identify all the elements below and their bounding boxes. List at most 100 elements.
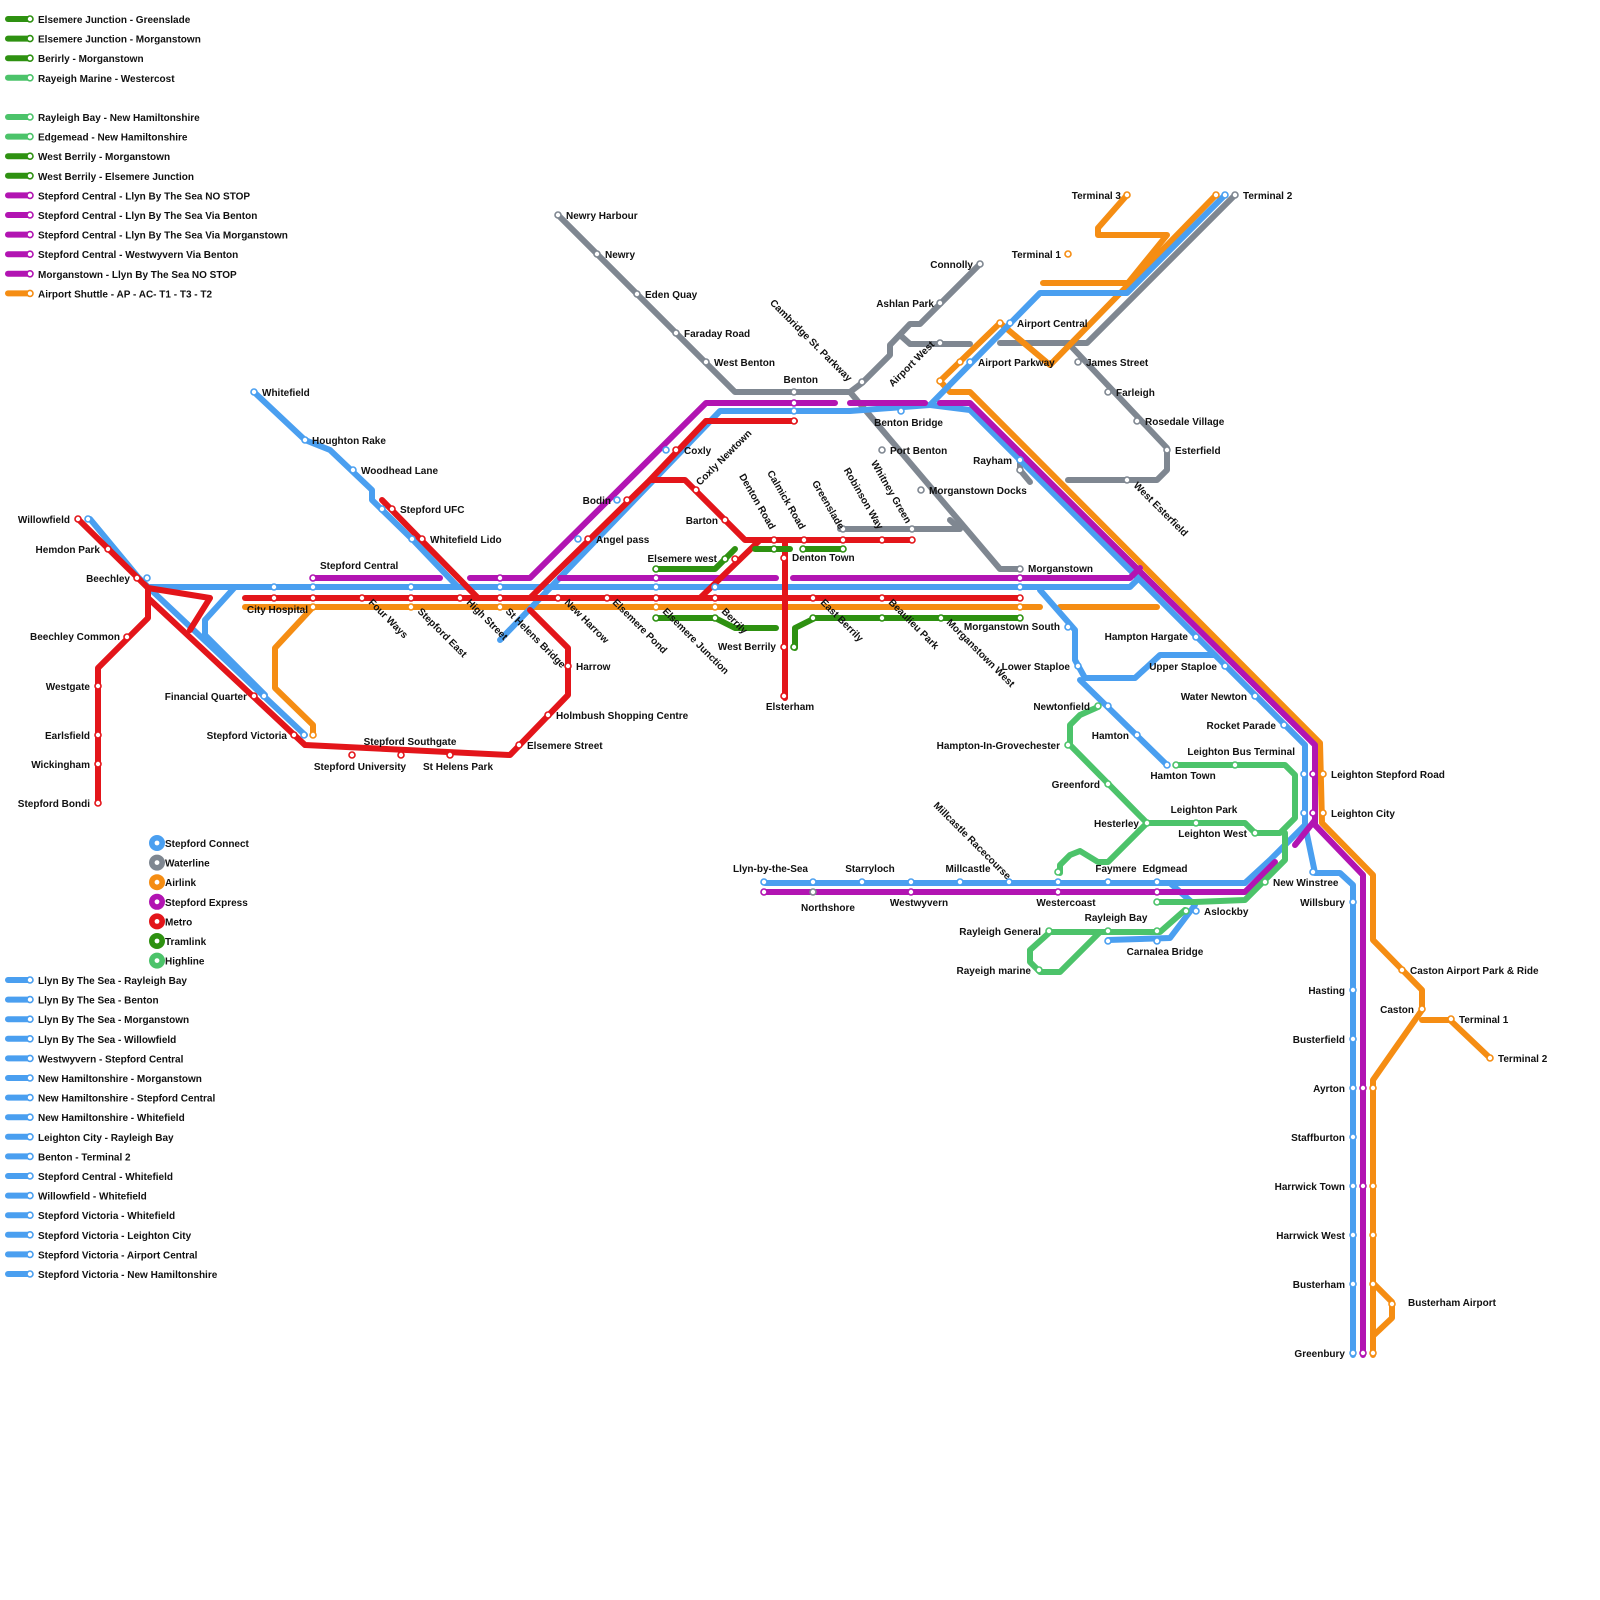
station-label[interactable]: Hampton Hargate bbox=[1105, 632, 1189, 643]
station-label[interactable]: Hamton bbox=[1092, 731, 1129, 742]
station-marker[interactable] bbox=[251, 693, 257, 699]
station-marker[interactable] bbox=[653, 584, 659, 590]
station-marker[interactable] bbox=[1154, 928, 1160, 934]
station-marker[interactable] bbox=[271, 584, 277, 590]
station-label[interactable]: Greenslade bbox=[809, 479, 846, 532]
station-marker[interactable] bbox=[545, 712, 551, 718]
station-label[interactable]: Harrwick West bbox=[1276, 1231, 1345, 1242]
station-marker[interactable] bbox=[722, 517, 728, 523]
station-label[interactable]: Airport Central bbox=[1017, 319, 1088, 330]
station-label[interactable]: Faymere bbox=[1095, 864, 1137, 875]
station-label[interactable]: Stepford Bondi bbox=[18, 799, 90, 810]
station-label[interactable]: Newry bbox=[605, 250, 635, 261]
station-label[interactable]: Port Benton bbox=[890, 446, 947, 457]
station-marker[interactable] bbox=[1399, 967, 1405, 973]
station-marker[interactable] bbox=[95, 683, 101, 689]
station-label[interactable]: Stepford Southgate bbox=[364, 737, 457, 748]
station-marker[interactable] bbox=[624, 497, 630, 503]
station-marker[interactable] bbox=[1350, 987, 1356, 993]
station-label[interactable]: Caston bbox=[1380, 1005, 1414, 1016]
station-label[interactable]: Stepford University bbox=[314, 762, 407, 773]
station-marker[interactable] bbox=[1370, 1232, 1376, 1238]
station-label[interactable]: Whitefield bbox=[262, 388, 310, 399]
station-label[interactable]: St Helens Park bbox=[423, 762, 493, 773]
station-marker[interactable] bbox=[1017, 457, 1023, 463]
station-marker[interactable] bbox=[898, 408, 904, 414]
station-label[interactable]: Stepford Victoria bbox=[207, 731, 288, 742]
station-label[interactable]: Coxly bbox=[684, 446, 712, 457]
station-label[interactable]: West Esterfield bbox=[1131, 480, 1190, 539]
station-label[interactable]: Llyn-by-the-Sea bbox=[733, 864, 808, 875]
station-marker[interactable] bbox=[1193, 908, 1199, 914]
station-label[interactable]: Morganstown South bbox=[964, 622, 1060, 633]
station-marker[interactable] bbox=[918, 487, 924, 493]
station-label[interactable]: Airport Parkway bbox=[978, 358, 1055, 369]
station-label[interactable]: Holmbush Shopping Centre bbox=[556, 711, 689, 722]
station-marker[interactable] bbox=[359, 595, 365, 601]
station-marker[interactable] bbox=[1360, 1350, 1366, 1356]
station-marker[interactable] bbox=[1213, 192, 1219, 198]
station-marker[interactable] bbox=[879, 615, 885, 621]
station-marker[interactable] bbox=[781, 644, 787, 650]
station-marker[interactable] bbox=[1105, 389, 1111, 395]
station-marker[interactable] bbox=[497, 604, 503, 610]
station-marker[interactable] bbox=[653, 604, 659, 610]
station-label[interactable]: Upper Staploe bbox=[1149, 662, 1217, 673]
station-label[interactable]: Angel pass bbox=[596, 535, 650, 546]
station-label[interactable]: Leighton West bbox=[1178, 829, 1247, 840]
station-marker[interactable] bbox=[349, 752, 355, 758]
station-marker[interactable] bbox=[75, 516, 81, 522]
station-marker[interactable] bbox=[1017, 604, 1023, 610]
station-label[interactable]: Hamton Town bbox=[1150, 771, 1215, 782]
station-marker[interactable] bbox=[575, 536, 581, 542]
station-marker[interactable] bbox=[1350, 899, 1356, 905]
station-marker[interactable] bbox=[937, 300, 943, 306]
station-marker[interactable] bbox=[1164, 762, 1170, 768]
station-marker[interactable] bbox=[653, 615, 659, 621]
station-marker[interactable] bbox=[1281, 722, 1287, 728]
station-marker[interactable] bbox=[585, 536, 591, 542]
station-marker[interactable] bbox=[957, 879, 963, 885]
station-marker[interactable] bbox=[261, 693, 267, 699]
station-marker[interactable] bbox=[95, 800, 101, 806]
station-marker[interactable] bbox=[1350, 1183, 1356, 1189]
station-marker[interactable] bbox=[516, 742, 522, 748]
station-marker[interactable] bbox=[1232, 762, 1238, 768]
station-label[interactable]: Woodhead Lane bbox=[361, 466, 438, 477]
station-marker[interactable] bbox=[810, 889, 816, 895]
station-marker[interactable] bbox=[594, 251, 600, 257]
station-marker[interactable] bbox=[791, 644, 797, 650]
station-label[interactable]: Benton Bridge bbox=[874, 418, 943, 429]
station-marker[interactable] bbox=[1350, 1232, 1356, 1238]
station-label[interactable]: Elsterham bbox=[766, 702, 814, 713]
station-marker[interactable] bbox=[1017, 575, 1023, 581]
station-marker[interactable] bbox=[634, 291, 640, 297]
station-label[interactable]: Leighton Stepford Road bbox=[1331, 770, 1445, 781]
station-marker[interactable] bbox=[673, 330, 679, 336]
station-marker[interactable] bbox=[1105, 928, 1111, 934]
station-marker[interactable] bbox=[1154, 879, 1160, 885]
station-label[interactable]: Elsemere west bbox=[648, 554, 718, 565]
station-marker[interactable] bbox=[419, 536, 425, 542]
station-label[interactable]: Faraday Road bbox=[684, 329, 750, 340]
station-marker[interactable] bbox=[398, 752, 404, 758]
station-marker[interactable] bbox=[967, 359, 973, 365]
station-label[interactable]: Westwyvern bbox=[890, 898, 948, 909]
station-label[interactable]: Stepford Central bbox=[320, 561, 399, 572]
station-marker[interactable] bbox=[1105, 781, 1111, 787]
station-marker[interactable] bbox=[1310, 869, 1316, 875]
station-label[interactable]: Morganstown Docks bbox=[929, 486, 1027, 497]
station-marker[interactable] bbox=[693, 487, 699, 493]
station-marker[interactable] bbox=[1173, 762, 1179, 768]
station-marker[interactable] bbox=[937, 378, 943, 384]
station-marker[interactable] bbox=[1065, 742, 1071, 748]
station-label[interactable]: Cambridge St. Parkway bbox=[767, 298, 854, 385]
station-label[interactable]: Busterham bbox=[1293, 1280, 1345, 1291]
station-label[interactable]: Busterfield bbox=[1293, 1035, 1345, 1046]
station-marker[interactable] bbox=[497, 584, 503, 590]
station-marker[interactable] bbox=[810, 879, 816, 885]
station-label[interactable]: City Hospital bbox=[247, 605, 308, 616]
station-label[interactable]: Aslockby bbox=[1204, 907, 1249, 918]
station-label[interactable]: Houghton Rake bbox=[312, 436, 386, 447]
station-label[interactable]: Hasting bbox=[1308, 986, 1345, 997]
